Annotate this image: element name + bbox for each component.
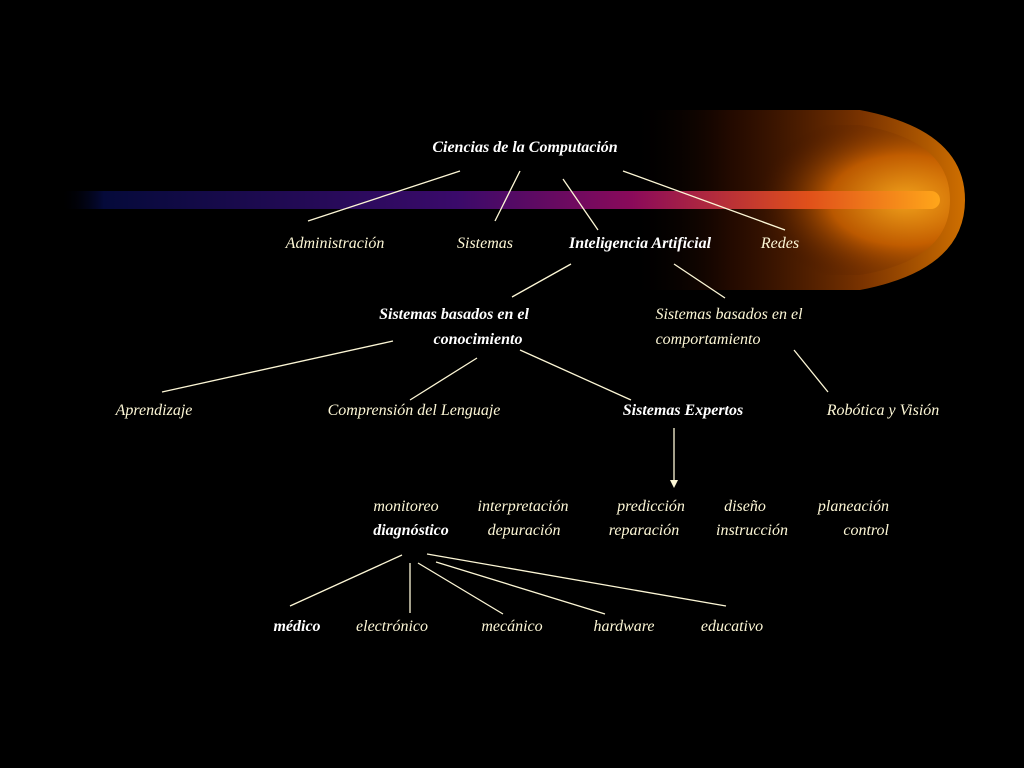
decorative-beam [60, 110, 965, 290]
task-diagnostico: diagnóstico [373, 522, 449, 539]
beam-bar [60, 191, 940, 209]
node-redes: Redes [760, 235, 800, 252]
task-prediccion: predicción [617, 498, 685, 515]
connector-conocimiento-expertos [519, 349, 632, 401]
domain-electronico: electrónico [356, 618, 428, 635]
connector-diagnostico-educativo [426, 553, 727, 607]
connector-root-administracion [307, 170, 461, 222]
node-conocimiento-line2: conocimiento [433, 331, 523, 348]
connectors [161, 170, 829, 615]
node-sistemas-expertos: Sistemas Expertos [622, 402, 744, 419]
domain-hardware: hardware [593, 618, 655, 635]
domain-medico: médico [273, 618, 321, 635]
task-monitoreo: monitoreo [373, 498, 439, 515]
connector-root-ia [562, 178, 599, 231]
task-planeacion: planeación [817, 498, 889, 515]
node-sistemas: Sistemas [457, 235, 513, 252]
domain-mecanico: mecánico [481, 618, 543, 635]
node-ciencias-computacion: Ciencias de la Computación [432, 139, 618, 156]
node-aprendizaje: Aprendizaje [115, 402, 193, 419]
task-reparacion: reparación [608, 522, 680, 539]
node-comportamiento-line1: Sistemas basados en el [655, 306, 803, 323]
task-depuracion: depuración [487, 522, 561, 539]
node-conocimiento-line1: Sistemas basados en el [379, 306, 529, 323]
connector-conocimiento-aprendizaje [161, 340, 394, 393]
task-instruccion: instrucción [716, 522, 788, 539]
arrowhead-icon [670, 480, 678, 488]
connector-conocimiento-lenguaje [409, 357, 478, 401]
connector-comportamiento-robotica [793, 349, 829, 393]
connector-diagnostico-mecanico [417, 562, 504, 615]
connector-diagnostico-medico [289, 554, 403, 607]
domain-educativo: educativo [700, 618, 764, 635]
connector-root-redes [622, 170, 786, 231]
task-control: control [843, 522, 889, 539]
node-comprension-lenguaje: Comprensión del Lenguaje [327, 402, 501, 419]
connector-ia-conocimiento [511, 263, 572, 298]
task-interpretacion: interpretación [477, 498, 569, 515]
task-diseno: diseño [724, 498, 766, 515]
node-robotica-vision: Robótica y Visión [826, 402, 940, 419]
connector-ia-comportamiento [673, 263, 726, 299]
node-inteligencia-artificial: Inteligencia Artificial [568, 235, 712, 252]
connector-diagnostico-hardware [435, 561, 606, 615]
connector-root-sistemas [494, 170, 521, 222]
node-administracion: Administración [285, 235, 385, 252]
node-comportamiento-line2: comportamiento [655, 331, 761, 348]
